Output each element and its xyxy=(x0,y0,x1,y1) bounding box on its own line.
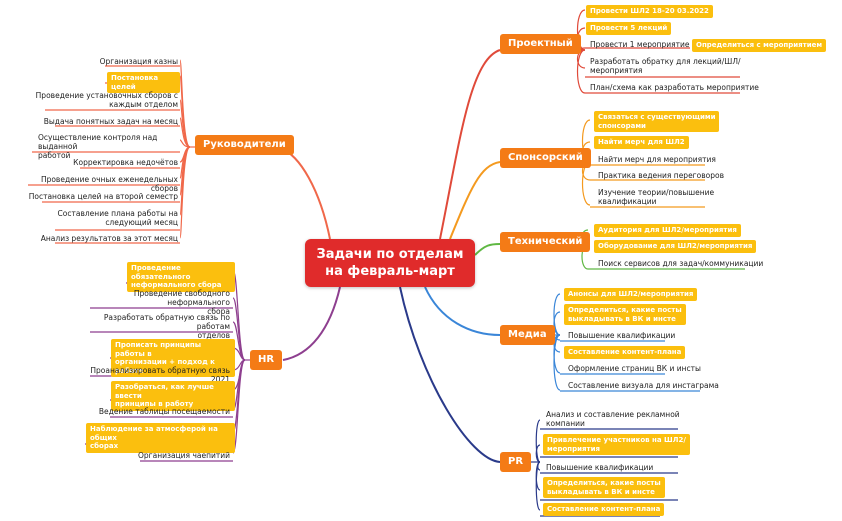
task-sponsor-3[interactable]: Найти мерч для мероприятия xyxy=(598,155,716,164)
branch-tech[interactable]: Технический xyxy=(500,232,591,252)
task-media-1[interactable]: Анонсы для ШЛ2/мероприятия xyxy=(564,288,698,301)
task-pr-2[interactable]: Привлечение участников на ШЛ2/ мероприят… xyxy=(543,434,690,455)
task-pr-3[interactable]: Повышение квалификации xyxy=(546,463,654,472)
task-sponsor-5[interactable]: Изучение теории/повышение квалификации xyxy=(598,188,715,206)
branch-hr[interactable]: HR xyxy=(250,350,283,370)
task-tech-2[interactable]: Оборудование для ШЛ2/мероприятия xyxy=(594,240,757,253)
task-ruk-9[interactable]: Составление плана работы на следующий ме… xyxy=(57,209,178,227)
task-ruk-8[interactable]: Постановка целей на второй семестр xyxy=(28,192,178,201)
task-hr-7[interactable]: Ведение таблицы посещаемости xyxy=(98,407,230,416)
task-ruk-5[interactable]: Осуществление контроля над выданной рабо… xyxy=(38,133,158,160)
branch-ruk[interactable]: Руководители xyxy=(195,135,294,155)
task-media-2[interactable]: Определиться, какие посты выкладывать в … xyxy=(564,304,686,325)
link-pr xyxy=(399,286,501,463)
task-proektny-2[interactable]: Провести 5 лекций xyxy=(586,22,672,35)
link-tech xyxy=(474,243,501,256)
task-ruk-7[interactable]: Проведение очных еженедельных сборов xyxy=(40,175,178,193)
link-ruk xyxy=(279,147,331,240)
task-ruk-1[interactable]: Организация казны xyxy=(99,57,178,66)
link-sponsor xyxy=(449,161,501,240)
task-tech-1[interactable]: Аудитория для ШЛ2/мероприятия xyxy=(594,224,741,237)
task-media-4[interactable]: Составление контент-плана xyxy=(564,346,686,359)
task-proektny-3[interactable]: Провести 1 мероприятие xyxy=(590,40,690,49)
task-sponsor-2[interactable]: Найти мерч для ШЛ2 xyxy=(594,136,689,149)
link-hr xyxy=(282,286,341,361)
task-sponsor-1[interactable]: Связаться с существующими спонсорами xyxy=(594,111,720,132)
task-ruk-4[interactable]: Выдача понятных задач на месяц xyxy=(43,117,178,126)
central-topic[interactable]: Задачи по отделам на февраль-март xyxy=(305,239,475,287)
task-hr-3[interactable]: Разработать обратную связь по работам от… xyxy=(103,313,230,340)
task-media-3[interactable]: Повышение квалификации xyxy=(568,331,676,340)
task-proektny-6[interactable]: План/схема как разработать мероприятие xyxy=(590,83,759,92)
task-media-6[interactable]: Составление визуала для инстаграма xyxy=(568,381,719,390)
branch-media[interactable]: Медиа xyxy=(500,325,555,345)
task-ruk-3[interactable]: Проведение установочных сборов с каждым … xyxy=(35,91,178,109)
task-hr-1[interactable]: Проведение обязательного неформального с… xyxy=(127,262,235,292)
task-pr-4[interactable]: Определиться, какие посты выкладывать в … xyxy=(543,477,665,498)
task-tech-3[interactable]: Поиск сервисов для задач/коммуникации xyxy=(598,259,764,268)
branch-sponsor[interactable]: Спонсорский xyxy=(500,148,591,168)
task-hr-5[interactable]: Проанализировать обратную связь 2021 xyxy=(90,366,230,384)
branch-pr[interactable]: PR xyxy=(500,452,532,472)
task-hr-6[interactable]: Разобраться, как лучше ввести принципы в… xyxy=(111,381,235,411)
task-proektny-4[interactable]: Определиться с мероприятием xyxy=(692,39,827,52)
link-proektny xyxy=(439,49,501,240)
task-sponsor-4[interactable]: Практика ведения переговоров xyxy=(598,171,724,180)
task-pr-5[interactable]: Составление контент-плана xyxy=(543,503,665,516)
task-hr-8[interactable]: Наблюдение за атмосферой на общих сборах xyxy=(86,423,235,453)
task-proektny-5[interactable]: Разработать обратку для лекций/ШЛ/ мероп… xyxy=(590,57,741,75)
task-ruk-10[interactable]: Анализ результатов за этот месяц xyxy=(40,234,178,243)
branch-proektny[interactable]: Проектный xyxy=(500,34,581,54)
task-ruk-6[interactable]: Корректировка недочётов xyxy=(73,158,178,167)
task-pr-1[interactable]: Анализ и составление рекламной компании xyxy=(546,410,680,428)
task-proektny-1[interactable]: Провести ШЛ2 18-20 03.2022 xyxy=(586,5,713,18)
task-media-5[interactable]: Оформление страниц ВК и инсты xyxy=(568,364,701,373)
task-hr-4[interactable]: Прописать принципы работы в организации … xyxy=(111,339,235,377)
task-ruk-2[interactable]: Постановка целей xyxy=(107,72,180,93)
task-hr-2[interactable]: Проведение свободного неформального сбор… xyxy=(133,289,230,316)
link-media xyxy=(424,286,501,336)
task-hr-9[interactable]: Организация чаепитий xyxy=(138,451,230,460)
